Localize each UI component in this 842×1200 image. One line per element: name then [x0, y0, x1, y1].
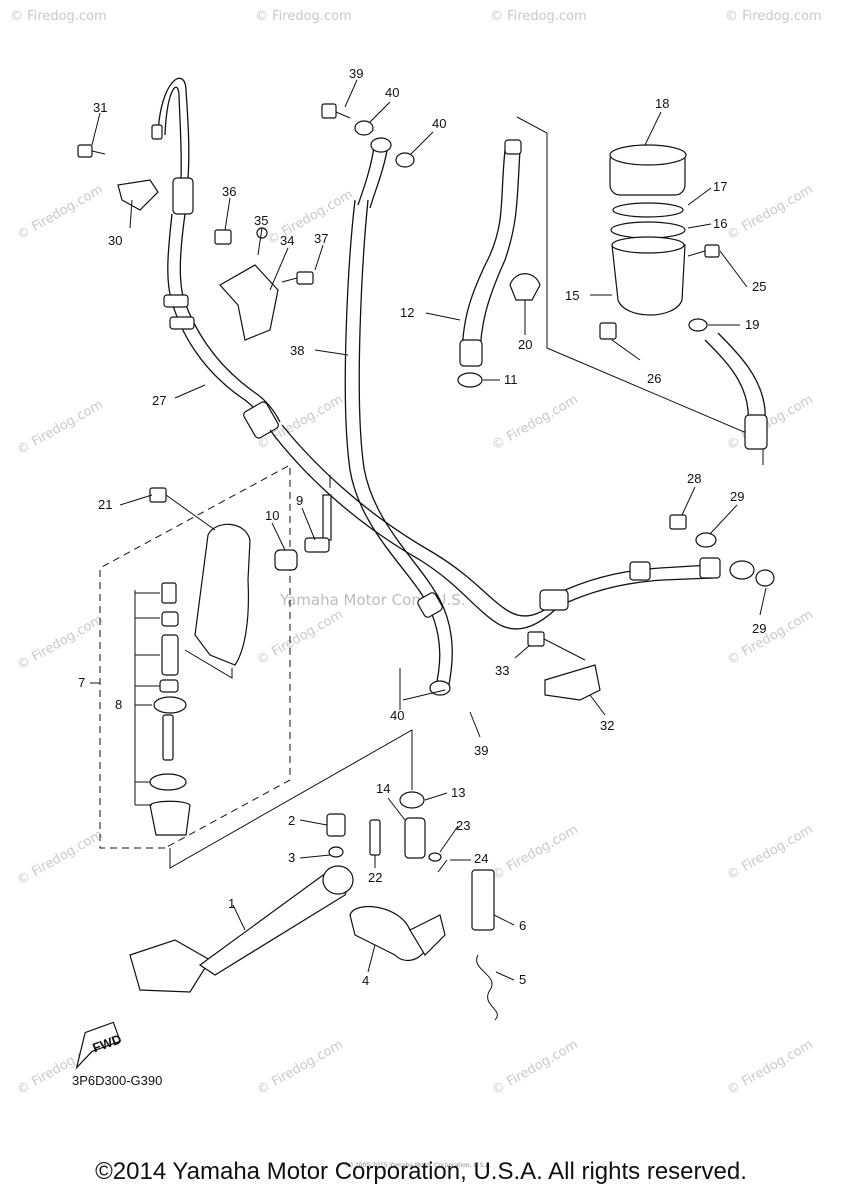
- leader-lines: [91, 79, 767, 981]
- watermark: © Firedog.com: [490, 392, 581, 453]
- callout-5: 5: [519, 972, 526, 987]
- callout-27: 27: [152, 393, 166, 408]
- callout-39b: 39: [474, 743, 488, 758]
- callout-36: 36: [222, 184, 236, 199]
- callout-26: 26: [647, 371, 661, 386]
- callout-9: 9: [296, 493, 303, 508]
- watermark: © Firedog.com: [725, 9, 822, 24]
- reservoir: [599, 144, 720, 340]
- watermark: © Firedog.com: [725, 182, 816, 243]
- watermark: © Firedog.com: [725, 1037, 816, 1098]
- callout-33: 33: [495, 663, 509, 678]
- callout-40c: 40: [390, 708, 404, 723]
- watermark: © Firedog.com: [265, 187, 356, 248]
- callout-14: 14: [376, 781, 390, 796]
- callout-21: 21: [98, 497, 112, 512]
- hose-lower-right: [704, 332, 768, 450]
- callout-32: 32: [600, 718, 614, 733]
- hose-lower-long: [269, 424, 775, 630]
- watermark: © Firedog.com: [15, 397, 106, 458]
- piston-kit: [134, 582, 191, 836]
- callout-6: 6: [519, 918, 526, 933]
- watermark: © Firedog.com: [15, 612, 106, 673]
- callout-39: 39: [349, 66, 363, 81]
- callout-7: 7: [78, 675, 85, 690]
- watermark: © Firedog.com: [490, 822, 581, 883]
- callout-38: 38: [290, 343, 304, 358]
- callout-29b: 29: [752, 621, 766, 636]
- callout-19: 19: [745, 317, 759, 332]
- bolt-28: [669, 514, 717, 548]
- callout-34: 34: [280, 233, 294, 248]
- callout-22: 22: [368, 870, 382, 885]
- tiny-copyright-note: (c) 2005-2015 Yamaha Motor Corporation, …: [345, 1162, 492, 1169]
- watermark: © Firedog.com: [10, 9, 107, 24]
- callout-30: 30: [108, 233, 122, 248]
- callouts: 1 2 3 4 5 6 7 8 9 10 11 12 13 14 15 16 1…: [78, 66, 766, 988]
- callout-4: 4: [362, 973, 369, 988]
- watermark: © Firedog.com: [255, 9, 352, 24]
- watermark: © Firedog.com: [725, 392, 816, 453]
- callout-31: 31: [93, 100, 107, 115]
- callout-15: 15: [565, 288, 579, 303]
- callout-18: 18: [655, 96, 669, 111]
- watermark: © Firedog.com: [255, 607, 346, 668]
- watermark: © Firedog.com: [490, 1037, 581, 1098]
- callout-16: 16: [713, 216, 727, 231]
- hose-38: [344, 137, 453, 696]
- diagram-code: 3P6D300-G390: [72, 1073, 162, 1088]
- callout-3: 3: [288, 850, 295, 865]
- callout-13: 13: [451, 785, 465, 800]
- brake-pedal: [129, 791, 498, 1021]
- callout-29: 29: [730, 489, 744, 504]
- clamp-32: [527, 631, 601, 701]
- callout-17: 17: [713, 179, 727, 194]
- callout-11: 11: [504, 372, 518, 387]
- callout-10: 10: [265, 508, 279, 523]
- callout-12: 12: [400, 305, 414, 320]
- callout-35: 35: [254, 213, 268, 228]
- callout-25: 25: [752, 279, 766, 294]
- callout-8: 8: [115, 697, 122, 712]
- callout-20: 20: [518, 337, 532, 352]
- watermark: © Firedog.com: [15, 182, 106, 243]
- watermark: © Firedog.com: [255, 1037, 346, 1098]
- callout-2: 2: [288, 813, 295, 828]
- watermark: © Firedog.com: [725, 607, 816, 668]
- callout-40: 40: [385, 85, 399, 100]
- bracket-30: [77, 144, 159, 211]
- callout-28: 28: [687, 471, 701, 486]
- callout-24: 24: [474, 851, 488, 866]
- watermark: © Firedog.com: [490, 9, 587, 24]
- watermark: © Firedog.com: [15, 827, 106, 888]
- brake-hose-27: [151, 77, 281, 439]
- reservoir-hose-12: [457, 139, 541, 388]
- copyright-footer: ©2014 Yamaha Motor Corporation, U.S.A. A…: [95, 1158, 747, 1185]
- clamp-34: [214, 227, 314, 341]
- master-cylinder: [149, 487, 332, 666]
- callout-40b: 40: [432, 116, 446, 131]
- callout-37: 37: [314, 231, 328, 246]
- bolt-39-top: [321, 103, 415, 168]
- watermark: © Firedog.com: [725, 822, 816, 883]
- callout-23: 23: [456, 818, 470, 833]
- callout-1: 1: [228, 896, 235, 911]
